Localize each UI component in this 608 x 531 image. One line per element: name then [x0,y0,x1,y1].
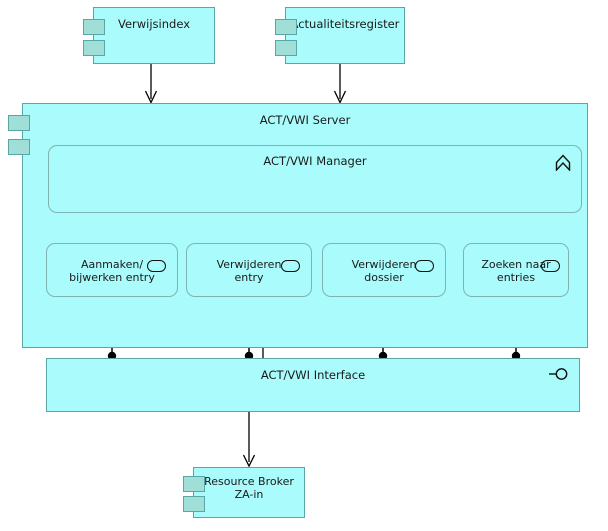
provided-interface-lollipop-icon [549,368,568,380]
connector-interface-to-resource-broker [242,412,256,468]
node-actualiteitsregister-tab-bottom [275,40,297,56]
node-verwijsindex[interactable]: Verwijsindex [93,7,215,64]
connector-actualiteitsregister-to-server [333,64,347,105]
node-resource-broker-tab-top [183,476,205,492]
node-function-verwijderen-dossier-label: Verwijderen dossier [351,258,417,285]
node-act-vwi-server[interactable]: ACT/VWI Server [22,103,588,348]
node-function-aanmaken[interactable]: Aanmaken/ bijwerken entry [46,243,178,297]
node-resource-broker-za-in-label: Resource Broker ZA-in [204,475,294,502]
oval-icon [281,260,300,272]
node-act-vwi-server-tab-bottom [8,139,30,155]
node-act-vwi-interface-label: ACT/VWI Interface [260,368,366,382]
node-act-vwi-interface[interactable]: ACT/VWI Interface [46,358,580,412]
oval-icon [147,260,166,272]
node-function-aanmaken-label: Aanmaken/ bijwerken entry [69,258,155,285]
node-act-vwi-manager[interactable]: ACT/VWI Manager [48,145,582,213]
node-act-vwi-server-label: ACT/VWI Server [259,113,351,127]
node-act-vwi-server-tab-top [8,115,30,131]
node-resource-broker-tab-bottom [183,496,205,512]
chevron-up-icon [555,154,571,171]
node-verwijsindex-label: Verwijsindex [117,17,191,31]
node-resource-broker-za-in[interactable]: Resource Broker ZA-in [193,467,305,518]
connector-verwijsindex-to-server [144,64,158,105]
node-actualiteitsregister-tab-top [275,19,297,35]
node-function-zoeken[interactable]: Zoeken naar entries [463,243,569,297]
oval-icon [415,260,434,272]
node-verwijsindex-tab-top [83,19,105,35]
node-function-verwijderen-entry[interactable]: Verwijderen entry [186,243,312,297]
node-function-verwijderen-entry-label: Verwijderen entry [216,258,282,285]
oval-icon [541,260,560,272]
node-function-verwijderen-dossier[interactable]: Verwijderen dossier [322,243,446,297]
node-verwijsindex-tab-bottom [83,40,105,56]
node-actualiteitsregister[interactable]: Actualiteitsregister [285,7,405,64]
node-actualiteitsregister-label: Actualiteitsregister [290,17,400,31]
node-function-zoeken-label: Zoeken naar entries [481,258,551,285]
node-act-vwi-manager-label: ACT/VWI Manager [263,154,367,168]
